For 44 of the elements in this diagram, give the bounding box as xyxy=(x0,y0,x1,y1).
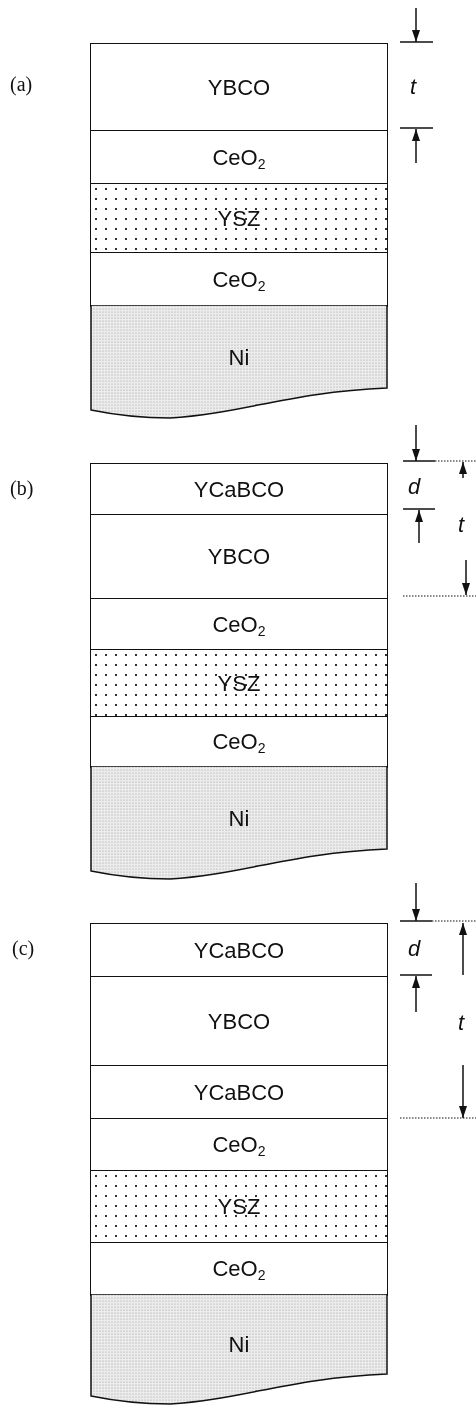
dimension-label: d xyxy=(408,476,421,498)
layer-label: CeO$_{2}$ xyxy=(212,731,266,753)
layer-band xyxy=(90,463,388,516)
panel-label: (b) xyxy=(10,478,34,498)
layer-band xyxy=(90,598,388,651)
layer-band xyxy=(90,716,388,768)
layer-band xyxy=(90,976,388,1067)
layer-band xyxy=(90,1118,388,1172)
layer-label: YCaBCO xyxy=(193,478,285,501)
layer-band xyxy=(90,305,388,420)
layer-label: YSZ xyxy=(217,672,261,695)
layer-label: CeO$_{2}$ xyxy=(212,146,266,169)
layer-band xyxy=(90,183,388,254)
layer-label: CeO$_{2}$ xyxy=(212,613,266,636)
layer-band xyxy=(90,766,388,881)
layer-label: CeO$_{2}$ xyxy=(212,1258,266,1280)
layer-label: CeO$_{2}$ xyxy=(212,268,266,291)
layer-band xyxy=(90,1170,388,1244)
layer-band xyxy=(90,923,388,978)
panel-label: (c) xyxy=(12,938,35,958)
layer-label: YSZ xyxy=(217,207,261,230)
layer-band xyxy=(90,514,388,600)
dimension-label: t xyxy=(410,76,417,98)
panel-label: (a) xyxy=(10,74,33,94)
dimension-label: t xyxy=(458,1012,465,1034)
layer-label: Ni xyxy=(228,1334,250,1356)
dimension-label: d xyxy=(408,938,421,960)
layer-label: Ni xyxy=(228,346,250,369)
layer-band xyxy=(90,1065,388,1120)
layer-band xyxy=(90,1242,388,1296)
dimension-label: t xyxy=(458,514,465,536)
layer-label: YCaBCO xyxy=(193,939,285,962)
layer-band xyxy=(90,649,388,718)
layer-label: CeO$_{2}$ xyxy=(212,1134,266,1156)
layer-label: YBCO xyxy=(207,546,271,568)
layer-band xyxy=(90,252,388,307)
layer-band xyxy=(90,1294,388,1406)
layer-band xyxy=(90,130,388,185)
layer-label: YSZ xyxy=(217,1196,261,1218)
layer-band xyxy=(90,43,388,132)
layer-label: YBCO xyxy=(207,76,271,99)
layer-label: YBCO xyxy=(207,1010,271,1033)
layer-label: Ni xyxy=(228,807,250,830)
layer-label: YCaBCO xyxy=(193,1081,285,1104)
